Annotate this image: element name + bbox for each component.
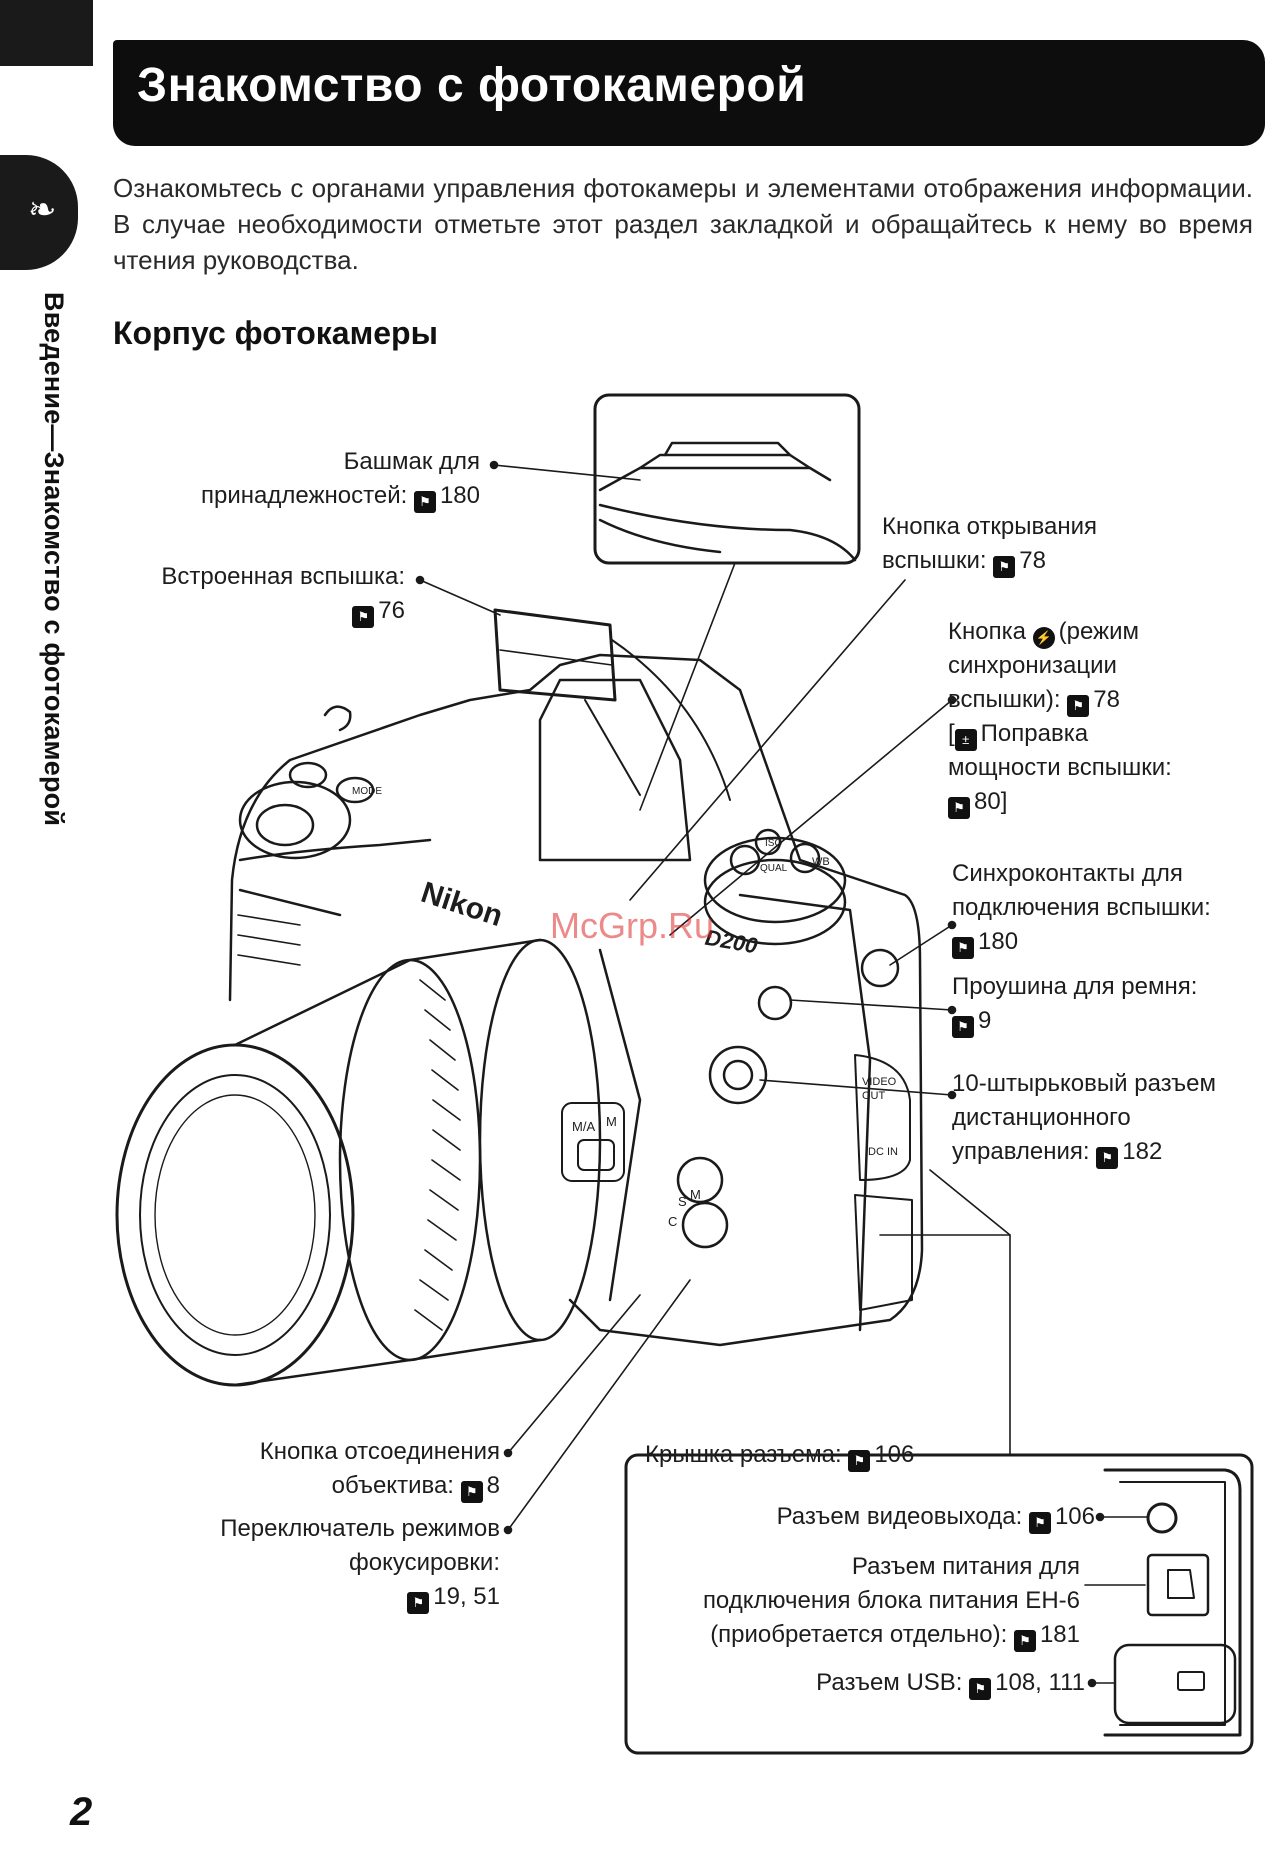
page-ref-icon: ⚑ (1013, 1630, 1036, 1652)
focus-s: S (678, 1194, 687, 1209)
flash-compensation-icon: ± (954, 729, 977, 751)
page-ref-icon: ⚑ (352, 606, 375, 628)
label-focus-mode: Переключатель режимов фокусировки: ⚑19, … (150, 1512, 500, 1614)
section-heading: Корпус фотокамеры (113, 315, 438, 351)
page-number: 2 (70, 1790, 93, 1834)
dial-wb: WB (812, 856, 830, 868)
label-strap-eyelet: Проушина для ремня: ⚑9 (952, 970, 1252, 1038)
dial-iso: ISO (765, 838, 783, 849)
label-dc-in: Разъем питания для подключения блока пит… (640, 1550, 1080, 1652)
lens-mode-ma: M/A (572, 1119, 596, 1134)
page-ref-icon: ⚑ (948, 797, 970, 819)
label-video-out: Разъем видеовыхода: ⚑106 (660, 1500, 1095, 1534)
page-ref-icon: ⚑ (952, 1016, 974, 1038)
corner-tab (0, 0, 93, 66)
page-ref-icon: ⚑ (1067, 695, 1090, 717)
page-ref-icon: ⚑ (993, 556, 1016, 578)
label-lens-release: Кнопка отсоединения объектива: ⚑8 (150, 1435, 500, 1503)
page-title: Знакомство с фотокамерой (137, 59, 807, 112)
accessory-shoe-inset (593, 393, 861, 565)
page-ref-icon: ⚑ (952, 937, 974, 959)
intro-paragraph: Ознакомьтесь с органами управления фоток… (113, 173, 1253, 275)
label-usb: Разъем USB: ⚑108, 111 (660, 1666, 1085, 1700)
label-accessory-shoe: Башмак для принадлежностей: ⚑180 (130, 445, 480, 513)
label-flash-sync-mode: Кнопка ⚡(режим синхронизации вспышки): ⚑… (948, 615, 1238, 819)
page-ref-icon: ⚑ (407, 1592, 430, 1614)
page-ref-icon: ⚑ (969, 1678, 992, 1700)
label-remote-terminal: 10-штырьковый разъем дистанционного упра… (952, 1067, 1262, 1169)
label-sync-terminal: Синхроконтакты для подключения вспышки: … (952, 857, 1252, 959)
leader-lines (415, 460, 1149, 1688)
focus-m: M (690, 1187, 701, 1202)
watermark: McGrp.Ru (550, 905, 715, 946)
label-flash-open-button: Кнопка открывания вспышки: ⚑78 (882, 510, 1182, 578)
label-connector-cover: Крышка разъема: ⚑106 (645, 1438, 975, 1472)
title-bar: Знакомство с фотокамерой (113, 40, 1265, 146)
port-video-label: VIDEO OUT (862, 1076, 897, 1102)
page-ref-icon: ⚑ (848, 1450, 871, 1472)
rooster-icon: ❧ (28, 191, 57, 229)
dial-qual: QUAL (760, 863, 788, 874)
chapter-tab: ❧ (0, 155, 78, 270)
camera-lens (115, 938, 642, 1387)
chapter-title: Введение—Знакомство с фотокамерой (39, 292, 69, 827)
lens-mode-m: M (606, 1114, 617, 1129)
focus-c: C (668, 1214, 678, 1229)
port-dc-label: DC IN (868, 1146, 898, 1158)
page-ref-icon: ⚑ (1096, 1147, 1119, 1169)
page-ref-icon: ⚑ (1028, 1512, 1051, 1534)
page-ref-icon: ⚑ (460, 1481, 483, 1503)
page-ref-icon: ⚑ (413, 491, 436, 513)
flash-mode-icon: ⚡ (1032, 627, 1055, 649)
label-built-in-flash: Встроенная вспышка: ⚑76 (100, 560, 405, 628)
dial-mode: MODE (352, 786, 382, 797)
connector-cover-inset (624, 1453, 1254, 1755)
